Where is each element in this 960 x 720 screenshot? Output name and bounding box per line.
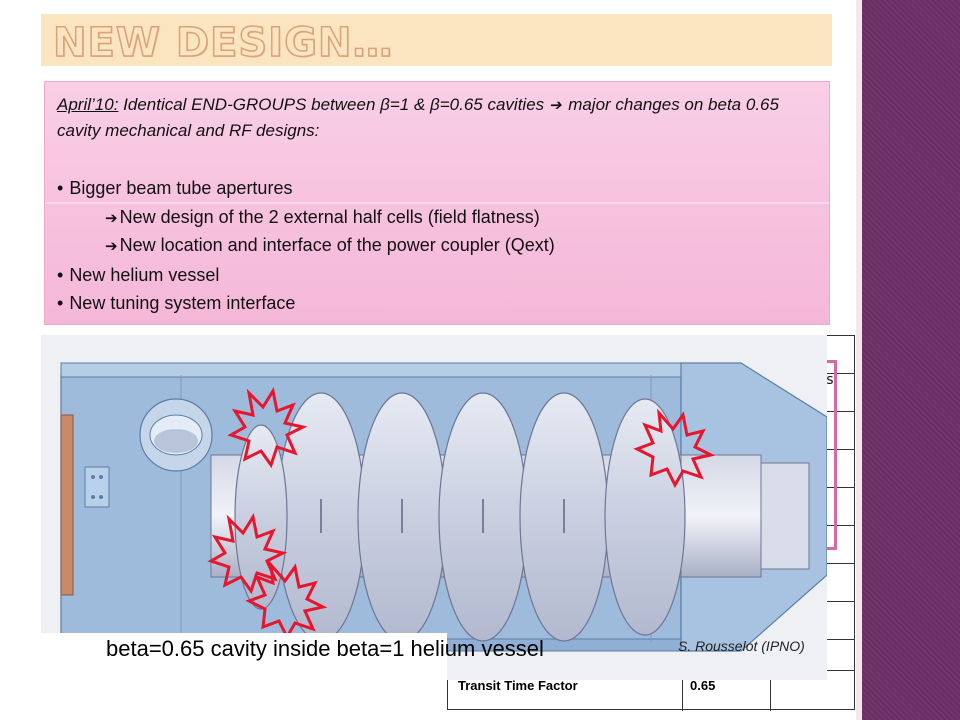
figure-caption: beta=0.65 cavity inside beta=1 helium ve… bbox=[106, 636, 544, 661]
bullet-tuning-system: New tuning system interface bbox=[57, 293, 295, 314]
right-arrow-icon: ➔ bbox=[548, 97, 562, 114]
slide-title: NEW DESIGN… bbox=[52, 19, 394, 67]
sub-item-half-cells: ➔New design of the 2 external half cells… bbox=[105, 207, 540, 228]
bullet-helium-vessel: New helium vessel bbox=[57, 265, 219, 286]
intro-tail: major changes on beta 0.65 cavity mechan… bbox=[57, 95, 779, 140]
info-highlight-line bbox=[45, 202, 829, 204]
intro-text: April’10: Identical END-GROUPS between β… bbox=[57, 92, 817, 143]
bullet-beam-tube: Bigger beam tube apertures bbox=[57, 178, 292, 199]
table-label-transit-time: Transit Time Factor bbox=[458, 678, 578, 693]
sub-item-power-coupler-text: New location and interface of the power … bbox=[119, 235, 555, 255]
info-box: April’10: Identical END-GROUPS between β… bbox=[44, 81, 830, 325]
right-arrow-icon: ➔ bbox=[105, 210, 118, 227]
cavity-cells bbox=[234, 392, 686, 642]
weld-marker-icons bbox=[207, 387, 716, 641]
cavity-cad-drawing bbox=[41, 335, 827, 680]
sub-item-half-cells-text: New design of the 2 external half cells … bbox=[119, 207, 540, 227]
table-value-transit-time: 0.65 bbox=[690, 678, 716, 693]
title-bar: NEW DESIGN… bbox=[41, 14, 832, 67]
top-port bbox=[139, 398, 213, 472]
intro-body: Identical END-GROUPS between β=1 & β=0.6… bbox=[118, 95, 549, 114]
right-arrow-icon: ➔ bbox=[105, 238, 118, 255]
intro-date: April’10: bbox=[57, 95, 119, 114]
decorative-side-strip bbox=[856, 0, 960, 720]
sub-item-power-coupler: ➔New location and interface of the power… bbox=[105, 235, 555, 256]
side-strip-edge bbox=[856, 0, 862, 720]
image-credit: S. Rousselot (IPNO) bbox=[678, 638, 805, 654]
